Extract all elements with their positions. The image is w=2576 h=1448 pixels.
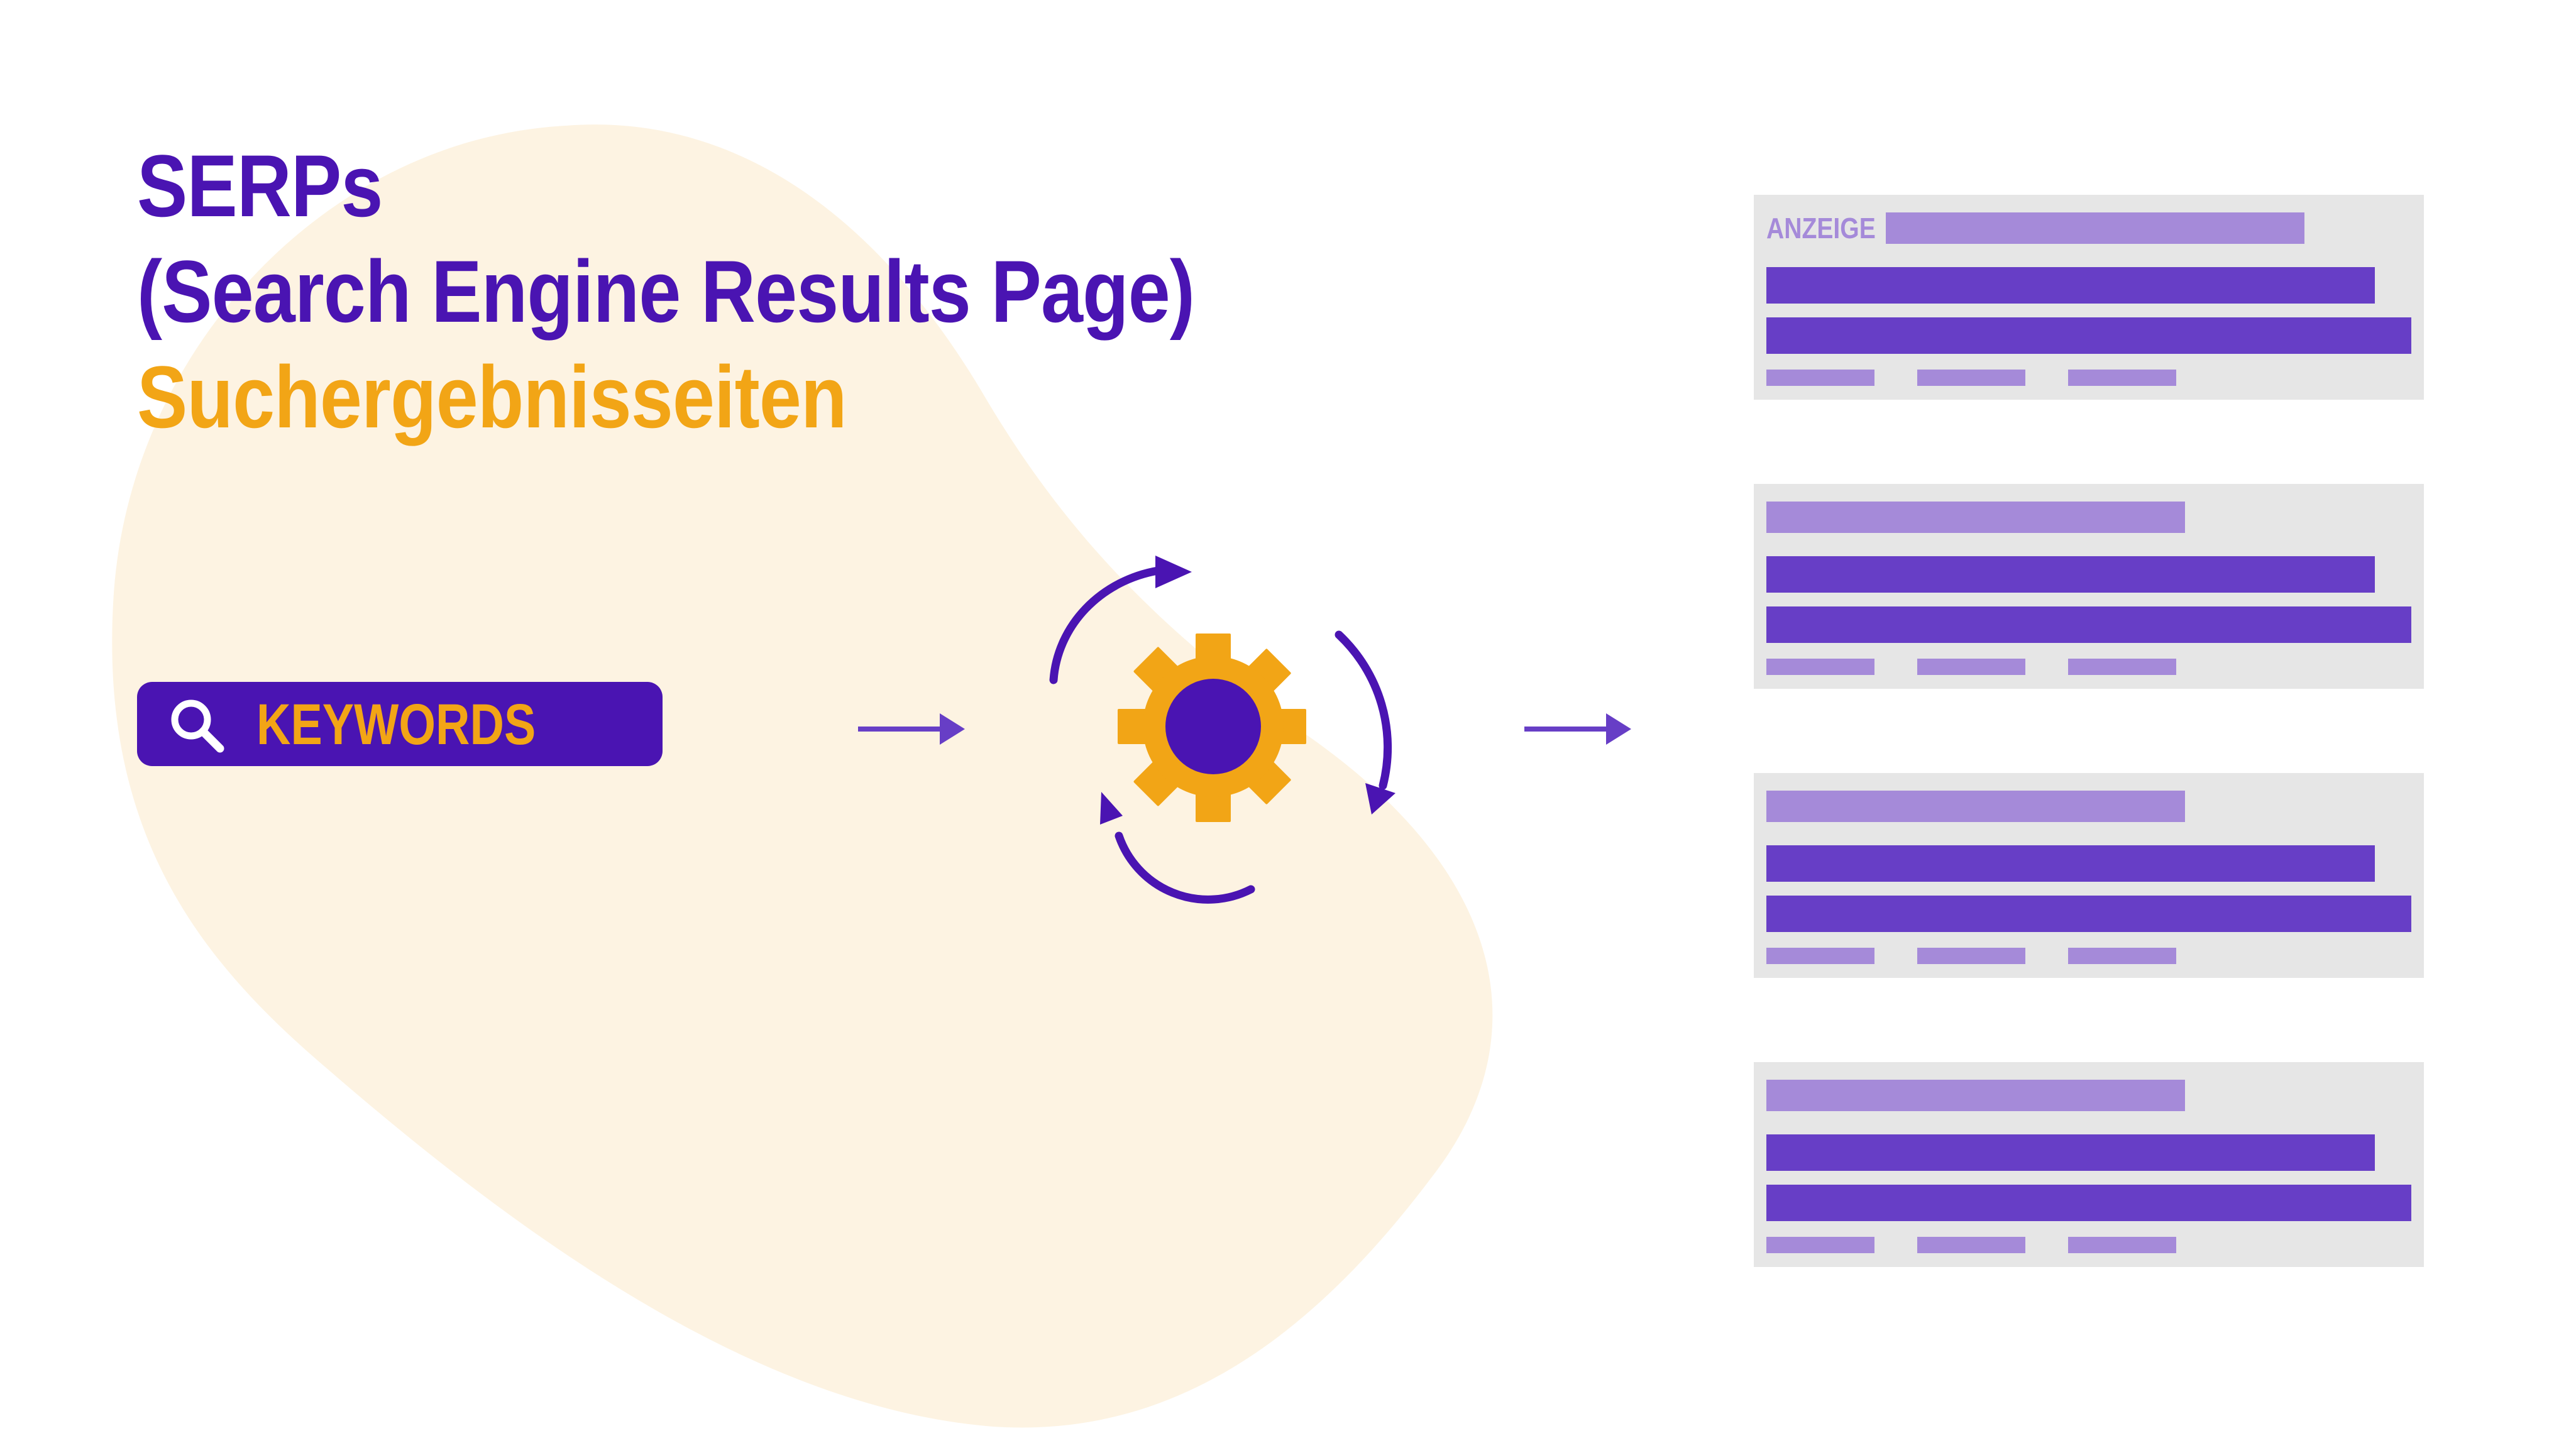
result-meta-bar [2068,1237,2176,1253]
keyword-search-bar[interactable]: KEYWORDS [137,682,663,766]
result-title-bar [1766,791,2185,822]
result-text-line [1766,556,2375,593]
result-meta-bar [1766,1237,1874,1253]
result-meta-bar [1766,948,1874,964]
search-keyword-label: KEYWORDS [256,693,536,757]
arrow-to-results [1524,713,1631,745]
result-title-bar [1766,1080,2185,1111]
result-text-line [1766,845,2375,882]
result-meta-bar [1917,370,2025,386]
title-full-name: (Search Engine Results Page) [137,242,1195,341]
search-icon [171,699,224,753]
result-meta-bar [2068,659,2176,675]
title-german: Suchergebnisseiten [137,348,847,446]
result-text-line [1766,1134,2375,1171]
result-text-line [1766,267,2375,304]
result-title-bar [1766,502,2185,533]
result-meta-bar [1766,370,1874,386]
result-text-line [1766,606,2411,643]
refresh-arrows-icon [1049,566,1392,904]
cycle-arrowhead [1365,783,1395,814]
process-cycle [1049,556,1395,904]
cycle-arrowhead [1155,556,1192,588]
cycle-arrowhead [1100,792,1123,825]
search-result[interactable] [1754,773,2424,978]
search-result-ad[interactable]: ANZEIGE [1754,195,2424,400]
result-meta-bar [1917,948,2025,964]
result-meta-bar [2068,948,2176,964]
ad-label: ANZEIGE [1766,212,1876,244]
result-title-bar [1886,212,2304,244]
search-result[interactable] [1754,1062,2424,1267]
result-meta-bar [1766,659,1874,675]
result-meta-bar [2068,370,2176,386]
arrow-to-process [858,713,965,745]
result-text-line [1766,896,2411,932]
result-text-line [1766,317,2411,354]
result-text-line [1766,1185,2411,1221]
result-meta-bar [1917,659,2025,675]
search-result[interactable] [1754,484,2424,689]
result-meta-bar [1917,1237,2025,1253]
title-serps: SERPs [137,136,383,235]
gear-icon [1118,634,1306,822]
